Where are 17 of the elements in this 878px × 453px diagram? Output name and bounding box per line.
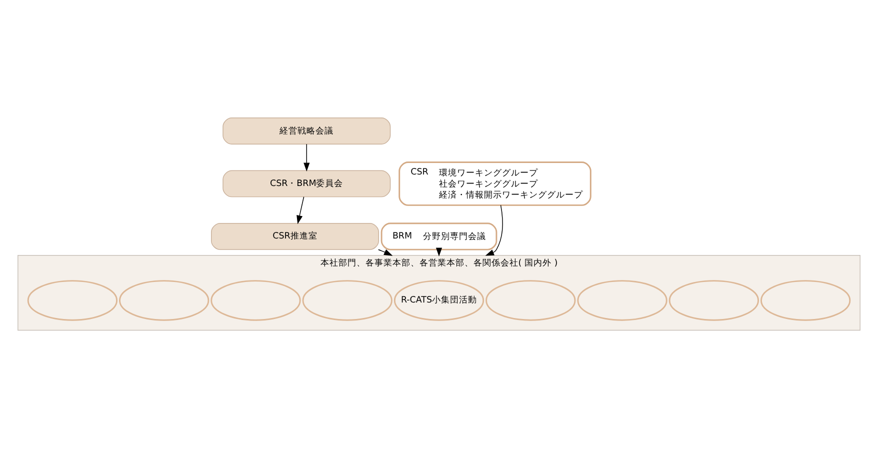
node-ellipse — [302, 280, 392, 320]
node-ellipse — [210, 280, 301, 320]
node-ellipse — [27, 280, 118, 320]
node-box: CSR推進室 — [211, 222, 379, 250]
arrow — [304, 143, 310, 171]
node-ellipse — [577, 280, 668, 320]
node-ellipse — [668, 280, 759, 320]
node-box: 経営戦略会議 — [222, 117, 391, 144]
arrow — [296, 196, 304, 224]
arrow — [485, 204, 503, 256]
node-ellipse: R-CATS小集団活動 — [394, 280, 484, 320]
node-ellipse — [760, 280, 851, 320]
node-box: CSR・BRM委員会 — [222, 170, 391, 197]
arrow — [378, 248, 393, 256]
node-box: CSR 環境ワーキンググループ 社会ワーキンググループ 経済・情報開示ワーキンググループ — [398, 161, 592, 206]
node-ellipse — [486, 280, 576, 320]
node-ellipse — [119, 280, 210, 320]
